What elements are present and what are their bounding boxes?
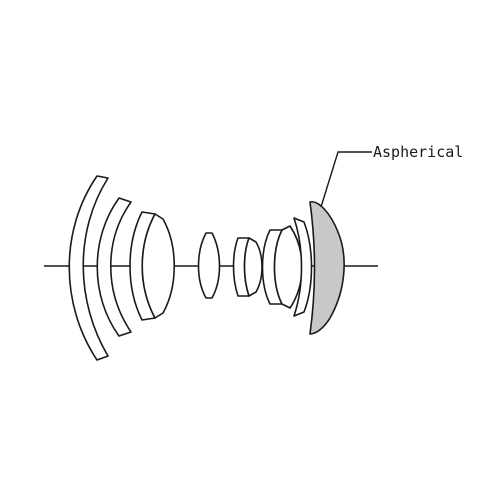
lens-element-10 — [293, 217, 313, 317]
aspherical-lens-element — [309, 201, 345, 335]
lens-element-1 — [68, 175, 109, 361]
callout-leader-line — [320, 151, 372, 208]
lens-element-7 — [243, 237, 263, 297]
lens-element-9 — [273, 225, 303, 309]
aspherical-label: Aspherical — [373, 143, 463, 161]
lens-element-2 — [96, 197, 132, 337]
lens-element-4 — [141, 213, 175, 319]
lens-element-5 — [197, 232, 221, 299]
